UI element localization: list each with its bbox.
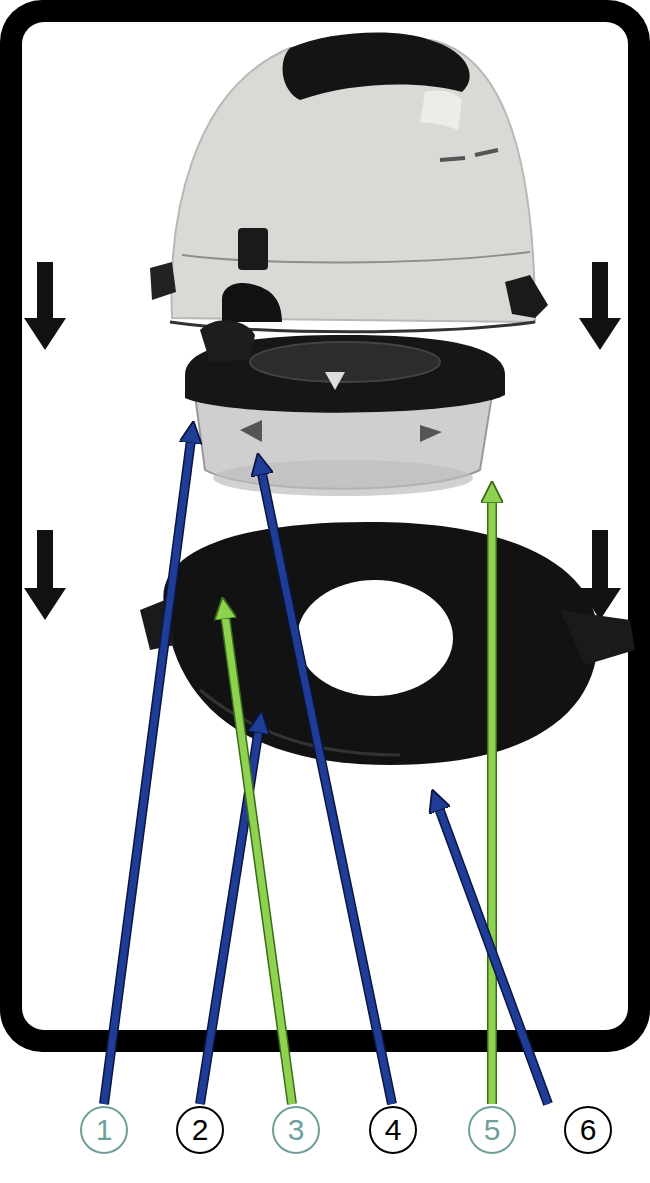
callout-number: 2 bbox=[192, 1115, 209, 1145]
callout-number: 5 bbox=[484, 1115, 501, 1145]
callout-circle: 2 bbox=[176, 1106, 224, 1154]
callout-number: 4 bbox=[385, 1115, 402, 1145]
callout-number: 1 bbox=[96, 1115, 113, 1145]
frame bbox=[0, 0, 650, 1052]
callout-circle: 4 bbox=[369, 1106, 417, 1154]
callout-number: 6 bbox=[580, 1115, 597, 1145]
frame-inner bbox=[22, 22, 628, 1030]
callout-circle: 3 bbox=[272, 1106, 320, 1154]
dust-bowl bbox=[185, 320, 505, 496]
leader-lines bbox=[104, 432, 548, 1104]
callout-circle: 6 bbox=[564, 1106, 612, 1154]
base-ring bbox=[140, 522, 635, 765]
callout-circle: 1 bbox=[80, 1106, 128, 1154]
motor-housing bbox=[150, 32, 548, 331]
callout-number: 3 bbox=[288, 1115, 305, 1145]
callout-circle: 5 bbox=[468, 1106, 516, 1154]
